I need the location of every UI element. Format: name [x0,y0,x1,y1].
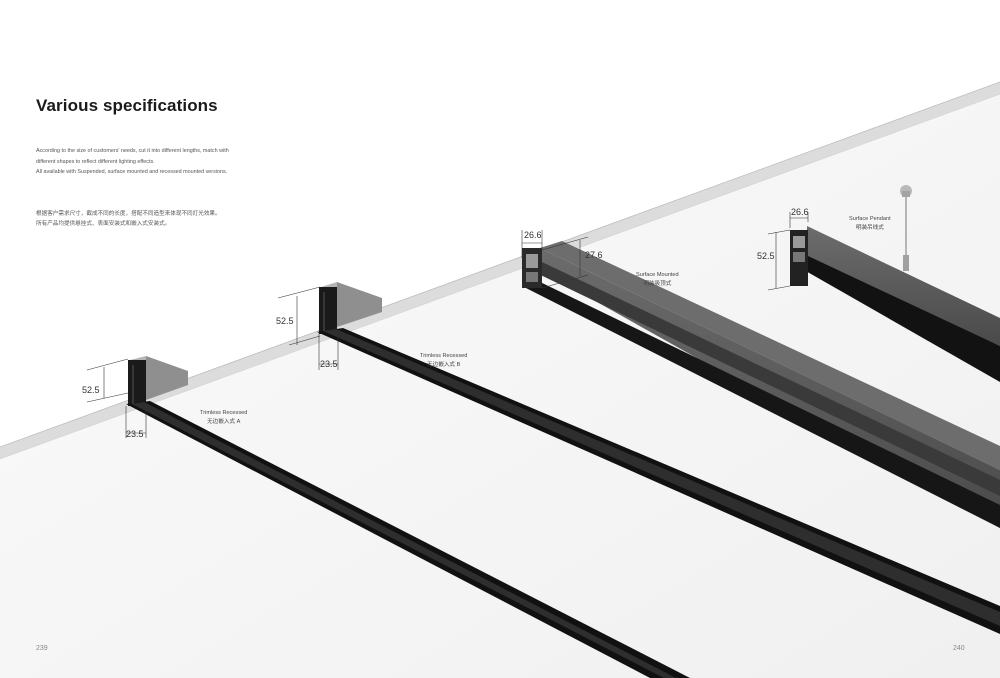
dimension-width-d: 26.6 [791,207,809,217]
page-number-right: 240 [953,645,965,652]
product-name-en: Trimless Recessed [420,353,468,359]
dimension-width-b: 23.5 [320,359,338,369]
product-name-zh: 无边嵌入式 B [427,362,461,368]
product-name-en: Trimless Recessed [200,410,248,416]
description-en-line: According to the size of customers' need… [36,148,229,154]
product-name-en: Surface Mounted [636,272,679,278]
product-name-en: Surface Pendant [849,216,891,222]
description-en-line: different shapes to reflect different li… [36,158,155,165]
product-label-d: Surface Pendant 明装吊线式 [849,215,891,233]
description-en-line: All available with Suspended, surface mo… [36,169,228,175]
dimension-height-a: 52.5 [82,385,100,395]
product-name-zh: 明装吸顶式 [643,281,672,287]
page-title: Various specifications [36,96,218,115]
product-name-zh: 明装吊线式 [855,225,884,231]
dimension-height-c: 27.6 [585,250,603,260]
dimension-height-d: 52.5 [757,251,775,261]
description-english: According to the size of customers' need… [36,146,276,178]
dimension-lines [86,212,809,438]
product-label-c: Surface Mounted 明装吸顶式 [636,271,679,289]
dimension-height-b: 52.5 [276,316,294,326]
dimension-width-a: 23.5 [126,429,144,439]
profile-surface-mounted [522,241,1000,528]
description-chinese: 根据客户需求尺寸，截成不同的长度，搭配不同造型来体现不同灯光效果。 所有产品均提… [36,209,276,229]
profile-trimless-a [126,356,690,678]
dimension-width-c: 26.6 [524,230,542,240]
page-number-left: 239 [36,645,48,652]
profile-surface-pendant [790,185,1000,382]
profile-trimless-b [317,282,1000,634]
description-zh-line: 所有产品均提供悬挂式、表面安装式和嵌入式安装式。 [36,221,171,227]
product-label-a: Trimless Recessed 无边嵌入式 A [200,409,247,427]
product-label-b: Trimless Recessed 无边嵌入式 B [420,352,467,370]
product-name-zh: 无边嵌入式 A [207,419,241,425]
description-zh-line: 根据客户需求尺寸，截成不同的长度，搭配不同造型来体现不同灯光效果。 [36,211,221,217]
